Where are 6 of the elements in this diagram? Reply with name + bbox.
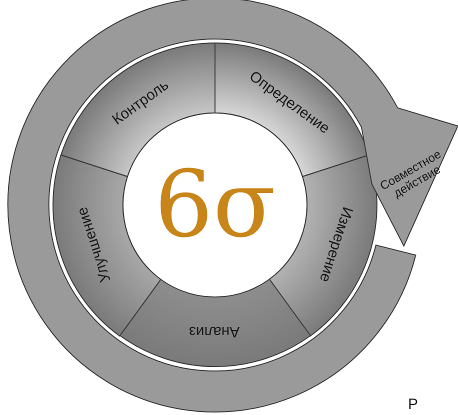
- cycle-arrow: [8, 0, 458, 412]
- ring-segment: [53, 154, 161, 336]
- sigma-label: 6σ: [154, 155, 276, 255]
- ring-segment: [120, 279, 310, 367]
- segment-label: Анализ: [189, 323, 240, 340]
- corner-letter: Р: [408, 396, 418, 413]
